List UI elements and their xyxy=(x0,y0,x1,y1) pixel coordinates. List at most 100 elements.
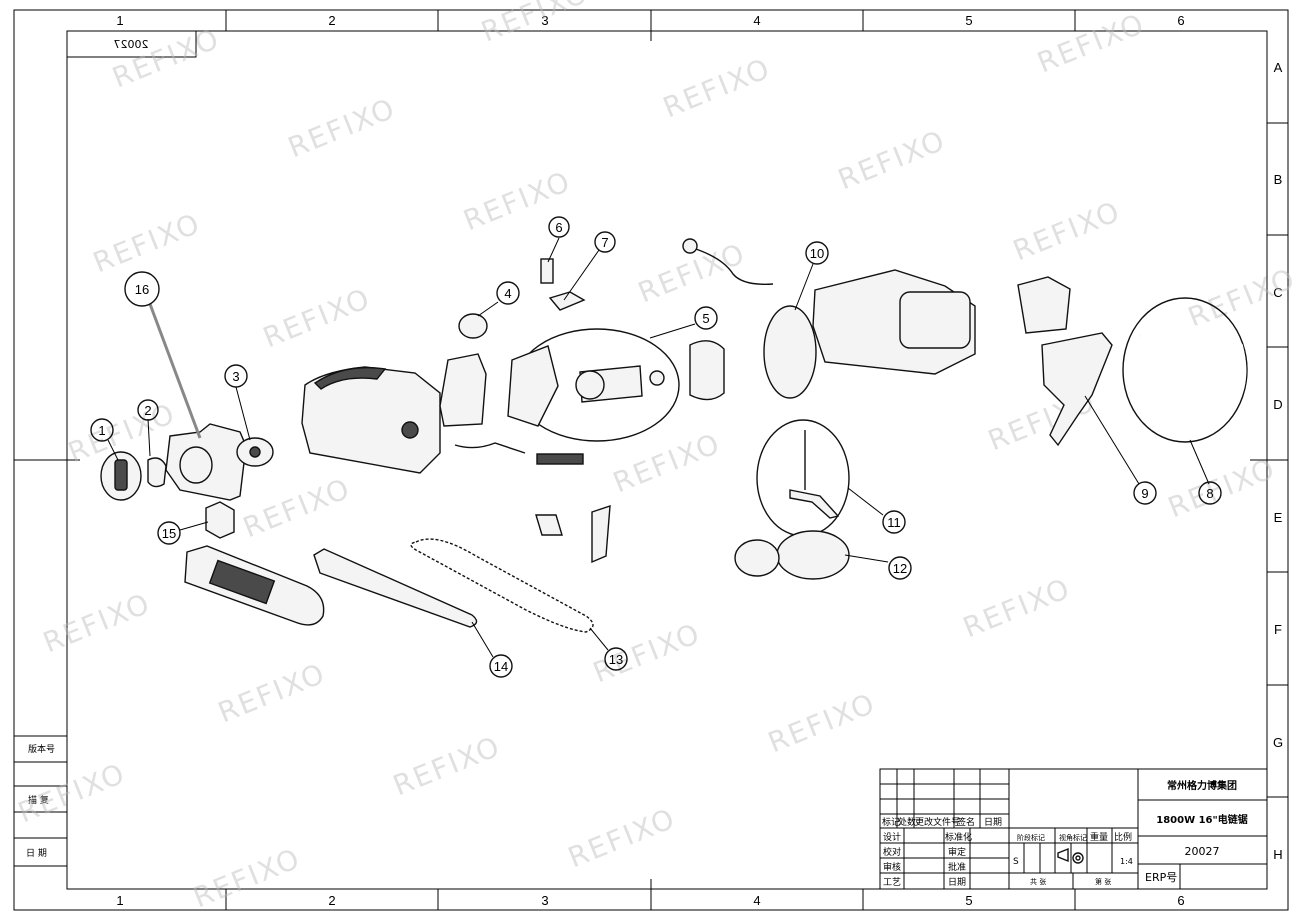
right-zone-strip xyxy=(1250,122,1288,798)
watermark: REFIXO xyxy=(108,22,225,95)
part-rear-grip xyxy=(1017,276,1071,334)
side-label-trace: 描 复 xyxy=(28,794,49,806)
watermark: REFIXO xyxy=(958,571,1075,644)
col-label: 3 xyxy=(541,893,548,908)
column-labels-top: 1 2 3 4 5 6 xyxy=(116,13,1184,28)
part-knob xyxy=(205,501,235,539)
callout-label: 15 xyxy=(162,526,176,541)
callout-label: 12 xyxy=(893,561,907,576)
watermark: REFIXO xyxy=(13,756,130,829)
callout-14: 14 xyxy=(489,654,513,678)
part-bumper-spike xyxy=(591,505,611,564)
part-oil-tube xyxy=(454,442,526,454)
watermark: REFIXO xyxy=(658,51,775,124)
watermark: REFIXO xyxy=(1008,194,1125,267)
stage-header: 阶段标记 xyxy=(1017,833,1045,842)
row-label: F xyxy=(1274,622,1282,637)
callouts: 1 2 3 4 5 6 7 8 9 10 11 12 13 14 15 16 xyxy=(90,216,1222,678)
callout-1: 1 xyxy=(90,418,114,442)
role-design: 设计 xyxy=(883,831,901,843)
watermark: REFIXO xyxy=(88,206,205,279)
col-label: 2 xyxy=(328,893,335,908)
callout-label: 7 xyxy=(601,235,608,250)
role-approve-review: 审定 xyxy=(948,846,966,858)
callout-label: 13 xyxy=(609,652,623,667)
part-guide-bar xyxy=(313,548,478,628)
revision-header-doc: 更改文件号 xyxy=(915,816,960,828)
callout-label: 11 xyxy=(887,515,901,530)
part-cord-plug xyxy=(682,238,698,254)
drawing-number-box xyxy=(66,30,197,58)
part-bearing xyxy=(649,370,665,386)
callout-label: 14 xyxy=(494,659,508,674)
row-label: E xyxy=(1274,510,1283,525)
watermark: REFIXO xyxy=(188,841,305,914)
role-process: 工艺 xyxy=(883,877,901,888)
row-label: D xyxy=(1273,397,1282,412)
weight-header: 重量 xyxy=(1090,831,1108,843)
callout-11: 11 xyxy=(882,510,906,534)
part-oil-tank xyxy=(439,353,487,427)
part-side-cover-window xyxy=(179,446,213,484)
parts xyxy=(100,238,1248,633)
drawing-number-mirrored: 20027 xyxy=(114,38,149,51)
col-label: 5 xyxy=(965,893,972,908)
callout-7: 7 xyxy=(594,231,616,253)
callout-label: 5 xyxy=(702,311,709,326)
row-label: G xyxy=(1273,735,1283,750)
view-header: 视角标记 xyxy=(1059,833,1087,842)
part-spring xyxy=(536,453,584,465)
col-label: 2 xyxy=(328,13,335,28)
revision-header-count: 处数 xyxy=(898,816,916,828)
col-label: 6 xyxy=(1177,893,1184,908)
watermark: REFIXO xyxy=(1163,451,1280,524)
part-clip xyxy=(147,457,167,488)
callout-2: 2 xyxy=(137,399,159,421)
part-sprocket-hub xyxy=(249,446,261,458)
col-label: 1 xyxy=(116,893,123,908)
row-label: A xyxy=(1274,60,1283,75)
callout-12: 12 xyxy=(888,556,912,580)
callout-8: 8 xyxy=(1198,481,1222,505)
watermark: REFIXO xyxy=(213,656,330,729)
role-standard: 标准化 xyxy=(945,831,972,843)
part-trigger xyxy=(548,291,586,311)
role-date: 日期 xyxy=(948,877,966,888)
callout-label: 8 xyxy=(1206,486,1213,501)
role-review: 审核 xyxy=(883,861,901,873)
callout-label: 2 xyxy=(144,403,151,418)
revision-header-sign: 签名 xyxy=(957,816,975,828)
part-bar-cover-window xyxy=(208,559,276,605)
part-brake-lever xyxy=(789,489,840,519)
part-cap-slot xyxy=(114,459,128,491)
watermark: REFIXO xyxy=(388,729,505,802)
part-chain-tensioner xyxy=(535,514,563,536)
col-label: 3 xyxy=(541,13,548,28)
callout-label: 4 xyxy=(504,286,511,301)
watermark: REFIXO xyxy=(258,281,375,354)
callout-10: 10 xyxy=(805,241,829,265)
callout-label: 6 xyxy=(555,220,562,235)
part-oil-cap xyxy=(458,313,488,339)
callout-5: 5 xyxy=(694,306,718,330)
callout-label: 1 xyxy=(98,423,105,438)
part-housing-handle xyxy=(313,366,387,390)
watermark: REFIXO xyxy=(477,0,594,49)
callout-9: 9 xyxy=(1133,481,1157,505)
part-brake-enclosure xyxy=(756,419,850,537)
col-label: 5 xyxy=(965,13,972,28)
part-clutch-drum xyxy=(734,539,780,577)
left-stamp-column xyxy=(14,735,67,867)
sheet-number: 第 张 xyxy=(1095,877,1111,886)
row-labels: A B C D E F G H xyxy=(1273,60,1283,862)
callout-4: 4 xyxy=(496,281,520,305)
col-label: 6 xyxy=(1177,13,1184,28)
role-check: 校对 xyxy=(883,846,901,858)
part-sprocket-gear xyxy=(776,530,850,580)
part-bale-handle xyxy=(1139,327,1245,419)
title-block-grid xyxy=(880,769,1267,889)
part-housing-bore xyxy=(401,421,419,439)
part-armature-fan xyxy=(575,370,605,400)
scale-value: 1:4 xyxy=(1120,857,1133,866)
